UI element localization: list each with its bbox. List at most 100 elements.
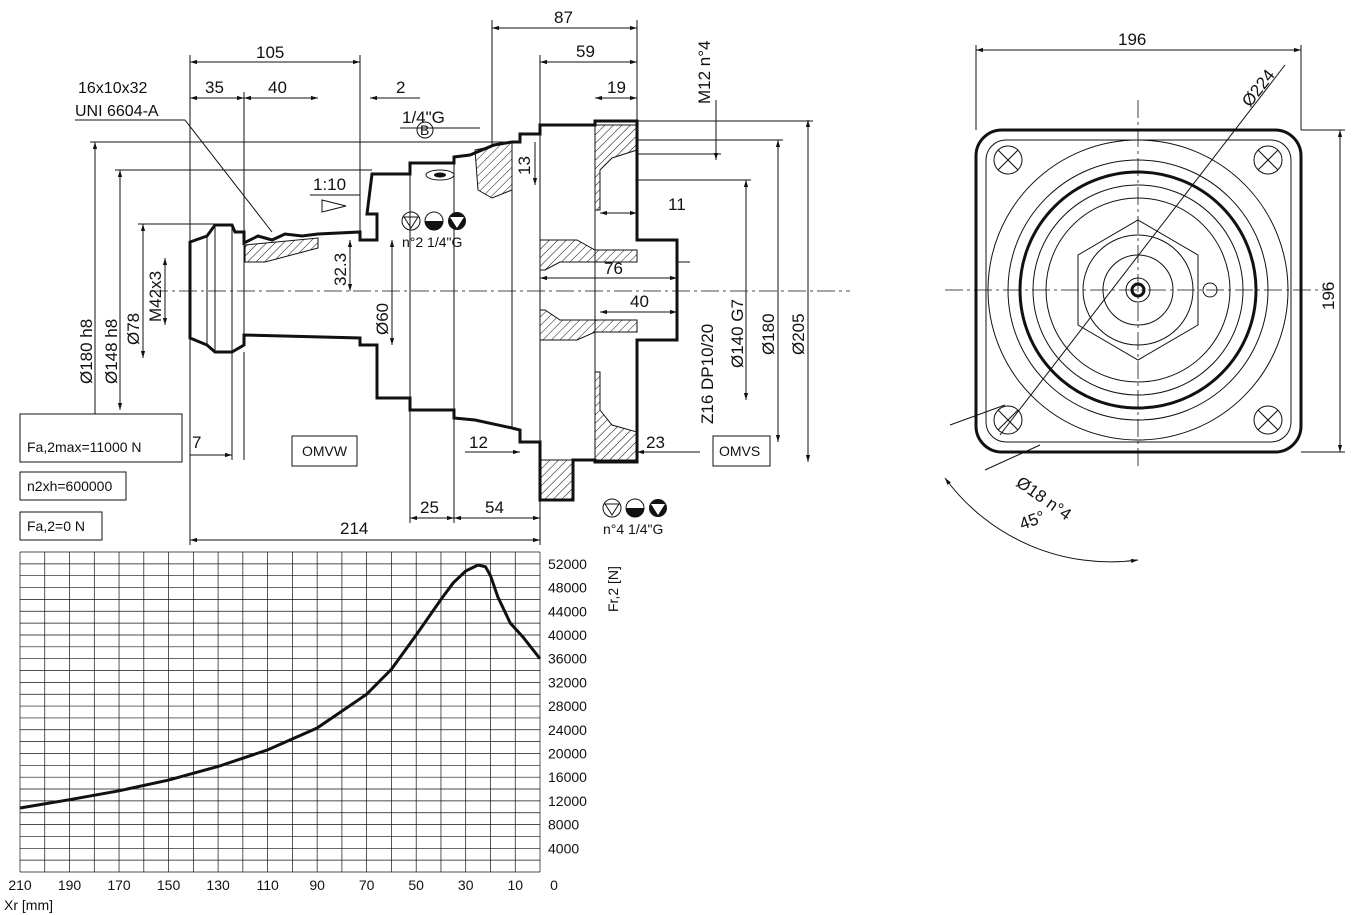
radial-load-chart: 5200048000440004000036000320002800024000… [4,551,621,913]
x-axis-label: Xr [mm] [4,897,53,913]
port-b-circle [416,121,434,139]
front-view: 196 196 Ø224 Ø18 n°4 45° [944,30,1345,564]
omvs-box [712,435,771,467]
side-view: 16x10x32 UNI 6604-A 105 35 40 2 87 59 19… [19,8,850,545]
key-spec-line2: UNI 6604-A [75,103,159,120]
dim-d180-h8: Ø180 h8 [77,319,96,384]
dim-7: 7 [192,433,201,452]
x-tick-label: 150 [157,877,181,893]
x-tick-label: 70 [359,877,375,893]
drain-hole-front [1202,282,1218,298]
circle-224 [987,139,1289,441]
y-tick-labels: 5200048000440004000036000320002800024000… [548,556,587,856]
omvw-box [291,435,358,467]
y-tick-label: 28000 [548,698,587,714]
shaft-outer [1125,277,1151,303]
mounting-holes [993,145,1283,435]
dim-12: 12 [469,433,488,452]
dim-76: 76 [604,259,623,278]
x-tick-label: 0 [550,877,558,893]
x-tick-label: 210 [8,877,32,893]
x-tick-label: 170 [107,877,131,893]
chart-grid [19,551,541,873]
dim-m42x3: M42x3 [146,271,165,322]
bore-section-lower [539,309,638,341]
dim-40b: 40 [630,292,649,311]
dim-11: 11 [668,195,686,214]
flange-section-lower [594,371,638,461]
y-tick-label: 32000 [548,674,587,690]
circle-spline [1102,254,1174,326]
x-tick-label: 50 [408,877,424,893]
dim-105: 105 [256,43,284,62]
y-tick-label: 48000 [548,580,587,596]
dim-25: 25 [420,498,439,517]
circle-inner [1045,197,1231,383]
x-tick-labels: 210 190 170 150 130 110 90 70 50 30 10 0 [8,877,558,893]
dim-m12: M12 n°4 [695,40,714,104]
y-tick-label: 24000 [548,722,587,738]
y-axis-label: Fr,2 [N] [605,566,621,612]
bore-section-upper [539,239,638,271]
x-tick-label: 30 [458,877,474,893]
fa2-label: Fa,2=0 N [27,518,85,534]
port-b-letter: B [420,122,429,138]
diameter-line [999,64,1286,436]
dim-taper: 1:10 [313,175,346,194]
dimension-lines [70,20,813,545]
drain-port-section [539,459,574,501]
dim-13: 13 [515,156,534,175]
x-tick-label: 10 [507,877,523,893]
circle-205 [1007,159,1269,421]
fa2max-box [19,413,183,463]
shaft-center [1130,282,1146,298]
dim-z16: Z16 DP10/20 [698,324,717,424]
y-tick-label: 52000 [548,556,587,572]
n2xh-box [19,471,127,501]
load-curve [19,563,542,810]
n2xh-label: n2xh=600000 [27,478,112,494]
y-tick-label: 4000 [548,840,579,856]
dim-d78: Ø78 [124,313,143,345]
dim-32-3: 32.3 [331,253,350,286]
dim-59: 59 [576,42,595,61]
y-tick-label: 40000 [548,627,587,643]
dim-d205: Ø205 [789,313,808,355]
port-b-section [474,141,513,199]
angle-arc [944,477,1139,564]
hex-body [1077,219,1199,361]
dim-d148-h8: Ø148 h8 [102,319,121,384]
y-tick-label: 16000 [548,769,587,785]
dim-196-side: 196 [1319,282,1338,310]
y-tick-label: 8000 [548,817,579,833]
dim-d140: Ø140 G7 [728,299,747,368]
y-tick-label: 20000 [548,745,587,761]
x-tick-label: 130 [206,877,230,893]
x-tick-label: 190 [58,877,82,893]
dim-d60: Ø60 [373,303,392,335]
x-tick-label: 110 [256,877,279,893]
dim-d224: Ø224 [1238,66,1279,110]
dim-2: 2 [396,78,405,97]
drain-port-center [434,172,446,178]
hole-dim-line [949,404,1006,426]
dim-54: 54 [485,498,504,517]
fa2max-label: Fa,2max=11000 N [27,439,142,455]
omvw-label: OMVW [302,443,348,459]
y-tick-label: 36000 [548,651,587,667]
dim-87: 87 [554,8,573,27]
circle-pilot [1032,184,1244,396]
key-spec-line1: 16x10x32 [78,80,147,97]
dim-19: 19 [607,78,626,97]
dim-35: 35 [205,78,224,97]
x-tick-label: 90 [309,877,325,893]
hole-dim-line [984,444,1041,471]
port-symbols-upper [401,211,466,231]
y-tick-label: 12000 [548,793,587,809]
omvs-label: OMVS [719,443,760,459]
circle-hub [1082,234,1194,346]
dim-angle: 45° [1017,507,1048,534]
dim-40: 40 [268,78,287,97]
port-b-size: 1/4"G [402,108,445,127]
